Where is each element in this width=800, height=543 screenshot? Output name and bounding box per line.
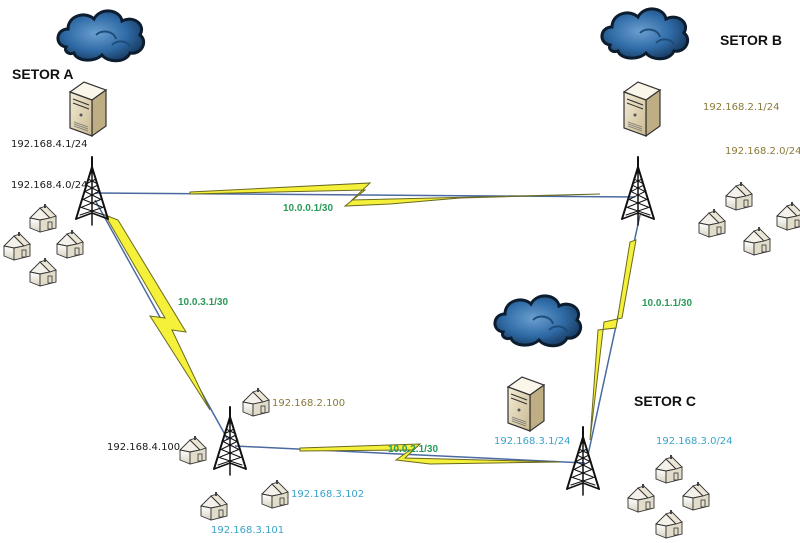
house-icon: [682, 481, 710, 511]
house-icon: [29, 203, 57, 233]
house-icon: [655, 509, 683, 539]
host-label-3-102: 192.168.3.102: [291, 489, 365, 500]
link-d-c: [234, 443, 586, 465]
house-icon: [179, 435, 207, 465]
cloud-icon-a: [56, 9, 146, 63]
house-icon: [698, 208, 726, 238]
host-label-3-101: 192.168.3.101: [211, 525, 285, 536]
server-icon-b: [623, 81, 661, 137]
link-label-a-b: 10.0.0.1/30: [283, 203, 334, 214]
house-icon: [29, 257, 57, 287]
tower-icon-d: [213, 406, 247, 476]
sector-b-gateway: 192.168.2.1/24: [703, 102, 780, 113]
tower-icon-c: [566, 426, 600, 496]
host-label-4-100: 192.168.4.100: [107, 442, 181, 453]
tower-icon-b: [621, 156, 655, 226]
house-icon: [627, 483, 655, 513]
cloud-icon-b: [600, 7, 690, 61]
sector-c-network: 192.168.3.0/24: [656, 436, 733, 447]
house-icon: [743, 226, 771, 256]
sector-a-network: 192.168.4.0/24: [11, 180, 88, 191]
cloud-icon-c: [493, 294, 583, 348]
link-a-d: [94, 199, 229, 441]
house-icon: [725, 181, 753, 211]
link-label-a-d: 10.0.3.1/30: [178, 297, 229, 308]
link-label-d-c: 10.0.2.1/30: [388, 444, 439, 455]
house-icon: [655, 454, 683, 484]
server-icon-a: [69, 81, 107, 137]
sector-a-gateway: 192.168.4.1/24: [11, 139, 88, 150]
house-icon: [200, 491, 228, 521]
sector-b-title: SETOR B: [720, 32, 782, 48]
house-icon: [776, 201, 800, 231]
house-icon: [3, 231, 31, 261]
sector-c-title: SETOR C: [634, 393, 696, 409]
house-icon: [242, 387, 270, 417]
link-a-b: [94, 182, 636, 207]
sector-c-gateway: 192.168.3.1/24: [494, 436, 571, 447]
link-label-c-b: 10.0.1.1/30: [642, 298, 693, 309]
house-icon: [261, 479, 289, 509]
sector-a-title: SETOR A: [12, 66, 74, 82]
sector-b-network: 192.168.2.0/24: [725, 146, 800, 157]
host-label-2-100: 192.168.2.100: [272, 398, 346, 409]
house-icon: [56, 229, 84, 259]
link-c-b: [587, 214, 641, 456]
server-icon-c: [507, 376, 545, 432]
